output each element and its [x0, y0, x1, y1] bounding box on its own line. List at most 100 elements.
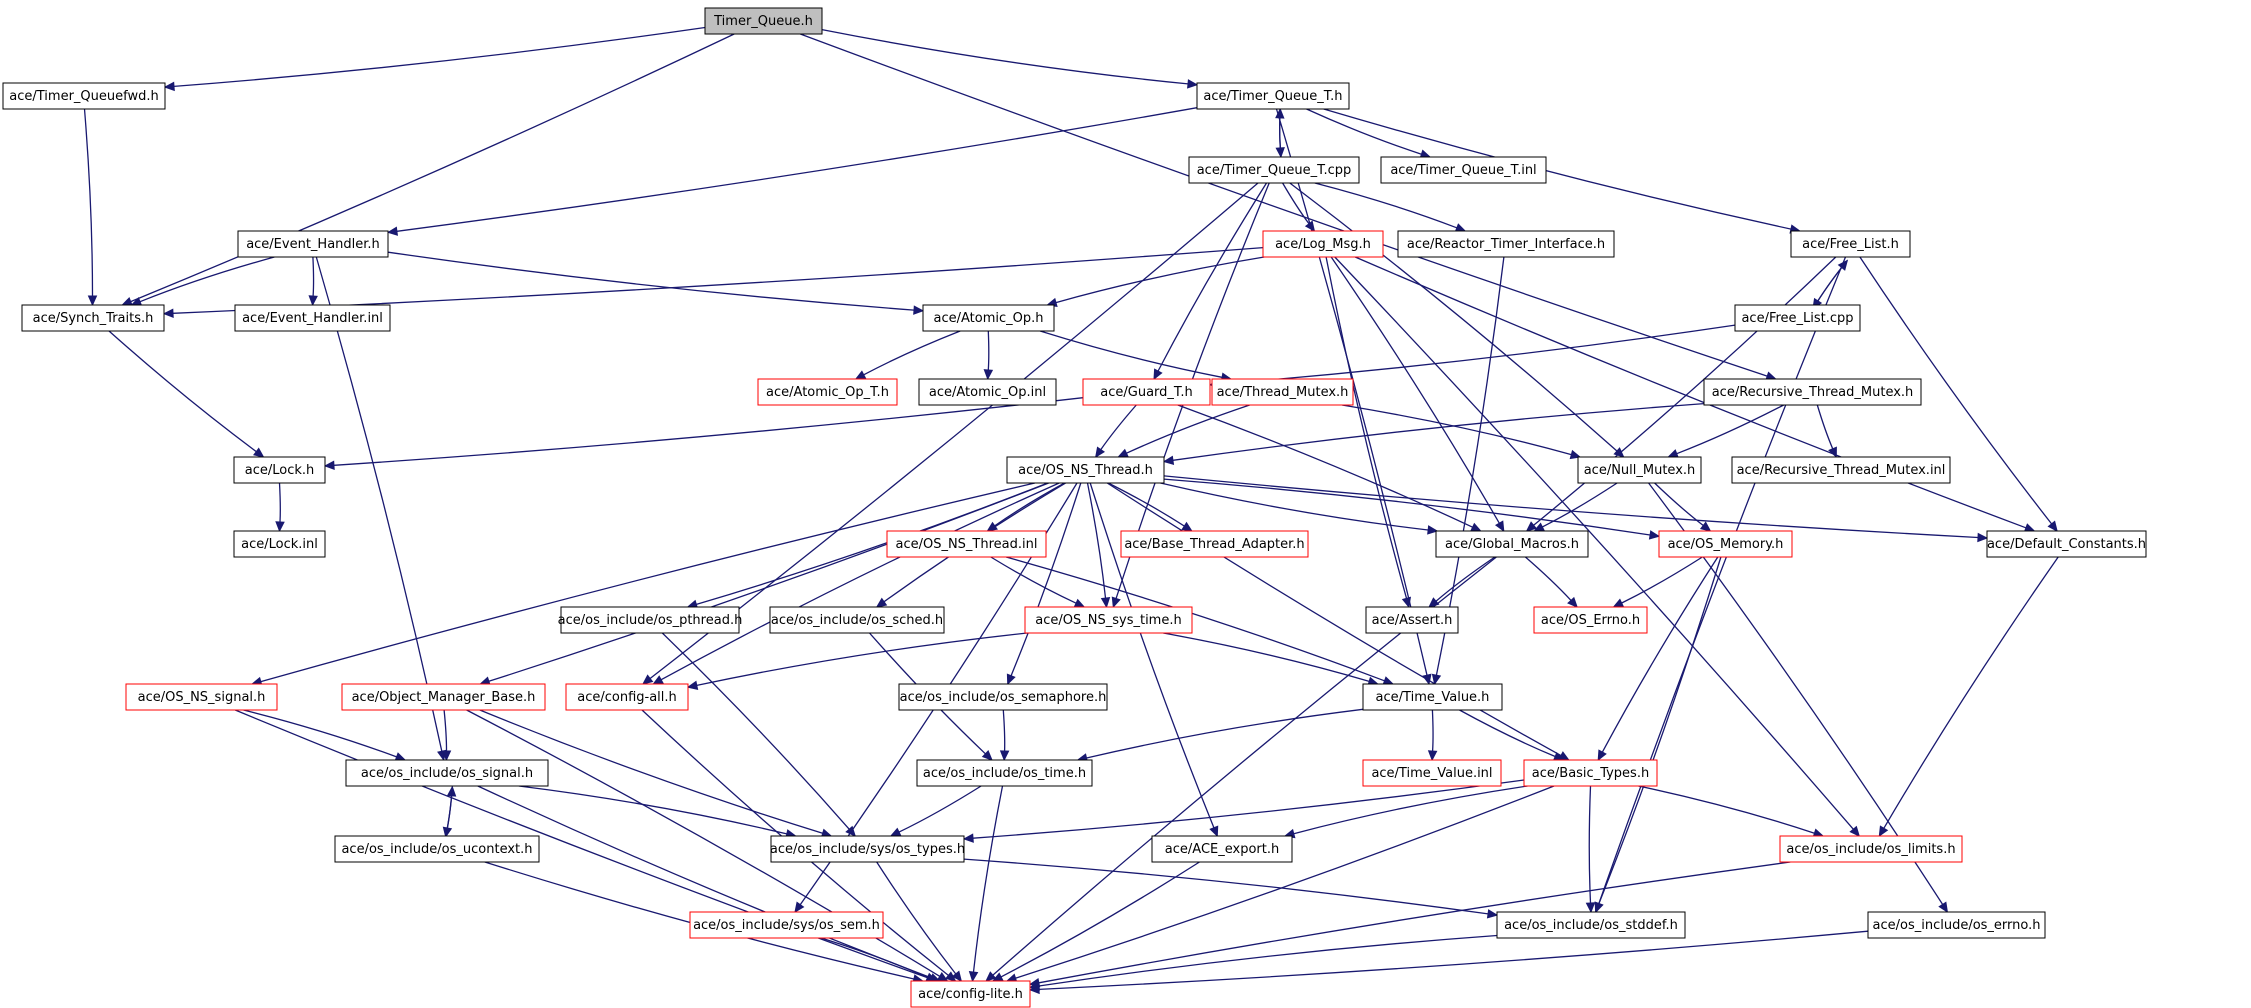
arrowhead: [1095, 446, 1106, 459]
edge-line: [479, 709, 823, 834]
node-ace-os-ns-thread-inl[interactable]: ace/OS_NS_Thread.inl: [886, 530, 1047, 558]
node-ace-atomic-op-inl[interactable]: ace/Atomic_Op.inl: [918, 378, 1057, 406]
node-ace-global-macros-h[interactable]: ace/Global_Macros.h: [1435, 530, 1589, 558]
node-box: [1523, 759, 1658, 787]
node-ace-os-include-os-time-h[interactable]: ace/os_include/os_time.h: [916, 759, 1093, 787]
edge-line: [1654, 482, 1704, 527]
node-ace-object-manager-base-h[interactable]: ace/Object_Manager_Base.h: [341, 683, 546, 711]
node-box: [341, 683, 546, 711]
edge-ace-time-value-h-to-ace-os-include-os-time-h: [1076, 708, 1364, 763]
node-ace-null-mutex-h[interactable]: ace/Null_Mutex.h: [1577, 456, 1702, 484]
arrowhead: [968, 971, 979, 983]
node-ace-recursive-thread-mutex-h[interactable]: ace/Recursive_Thread_Mutex.h: [1703, 378, 1922, 406]
edge-line: [1431, 709, 1434, 752]
edge-line: [1598, 556, 1722, 904]
node-label: ace/OS_NS_Thread.h: [1018, 463, 1153, 478]
node-ace-atomic-op-h[interactable]: ace/Atomic_Op.h: [922, 304, 1055, 332]
node-ace-log-msg-h[interactable]: ace/Log_Msg.h: [1262, 230, 1384, 258]
node-ace-os-include-sys-os-sem-h[interactable]: ace/os_include/sys/os_sem.h: [689, 911, 884, 939]
node-ace-thread-mutex-h[interactable]: ace/Thread_Mutex.h: [1211, 378, 1354, 406]
node-ace-recursive-thread-mutex-inl[interactable]: ace/Recursive_Thread_Mutex.inl: [1731, 456, 1951, 484]
arrowhead: [323, 460, 335, 471]
node-ace-assert-h[interactable]: ace/Assert.h: [1365, 606, 1459, 634]
node-ace-time-value-inl[interactable]: ace/Time_Value.inl: [1362, 759, 1502, 787]
node-ace-synch-traits-h[interactable]: ace/Synch_Traits.h: [21, 304, 165, 332]
node-ace-config-all-h[interactable]: ace/config-all.h: [565, 683, 689, 711]
arrowhead: [163, 81, 175, 92]
node-ace-timer-queue-t-h[interactable]: ace/Timer_Queue_T.h: [1196, 82, 1350, 110]
node-ace-basic-types-h[interactable]: ace/Basic_Types.h: [1523, 759, 1658, 787]
node-ace-base-thread-adapter-h[interactable]: ace/Base_Thread_Adapter.h: [1120, 530, 1309, 558]
node-label: ace/Atomic_Op.h: [934, 311, 1044, 326]
node-ace-timer-queue-t-cpp[interactable]: ace/Timer_Queue_T.cpp: [1188, 156, 1360, 184]
arrowhead: [986, 521, 998, 532]
edge-line: [660, 482, 1060, 681]
node-ace-lock-h[interactable]: ace/Lock.h: [233, 456, 326, 484]
node-ace-os-include-os-pthread-h[interactable]: ace/os_include/os_pthread.h: [558, 606, 743, 634]
edge-ace-atomic-op-h-to-ace-atomic-op-inl: [983, 330, 994, 381]
node-ace-os-include-os-errno-h[interactable]: ace/os_include/os_errno.h: [1867, 911, 2046, 939]
node-ace-os-memory-h[interactable]: ace/OS_Memory.h: [1658, 530, 1793, 558]
node-label: ace/Lock.h: [245, 463, 315, 478]
node-box: [1731, 456, 1951, 484]
edge-line: [1038, 934, 1498, 987]
arrowhead: [1470, 522, 1482, 532]
node-ace-os-ns-thread-h[interactable]: ace/OS_NS_Thread.h: [1006, 456, 1165, 484]
node-label: ace/os_include/os_errno.h: [1873, 918, 2041, 933]
node-box: [2, 82, 166, 110]
node-ace-timer-queue-t-inl[interactable]: ace/Timer_Queue_T.inl: [1380, 156, 1547, 184]
edge-ace-atomic-op-h-to-ace-thread-mutex-h: [1039, 330, 1233, 382]
node-ace-lock-inl[interactable]: ace/Lock.inl: [233, 530, 326, 558]
node-ace-event-handler-inl[interactable]: ace/Event_Handler.inl: [234, 304, 391, 332]
node-ace-timer-queuefwd-h[interactable]: ace/Timer_Queuefwd.h: [2, 82, 166, 110]
arrowhead: [913, 305, 925, 315]
node-box: [1262, 230, 1384, 258]
edge-ace-os-ns-thread-h-to-ace-os-ns-sys-time-h: [1086, 482, 1111, 609]
node-ace-os-include-os-signal-h[interactable]: ace/os_include/os_signal.h: [345, 759, 549, 787]
node-ace-os-include-sys-os-types-h[interactable]: ace/os_include/sys/os_types.h: [770, 835, 965, 863]
node-ace-os-include-os-semaphore-h[interactable]: ace/os_include/os_semaphore.h: [898, 683, 1108, 711]
node-box: [1006, 456, 1165, 484]
edge-timer-queue-h-to-ace-timer-queue-t-h: [821, 28, 1199, 89]
node-label: ace/Log_Msg.h: [1275, 237, 1371, 252]
edge-ace-timer-queue-t-h-to-ace-event-handler-h: [386, 107, 1198, 236]
node-ace-time-value-h[interactable]: ace/Time_Value.h: [1362, 683, 1503, 711]
edge-ace-thread-mutex-h-to-ace-null-mutex-h: [1341, 404, 1582, 460]
node-ace-free-list-h[interactable]: ace/Free_List.h: [1790, 230, 1911, 258]
node-ace-os-errno-h[interactable]: ace/OS_Errno.h: [1533, 606, 1648, 634]
node-ace-os-include-os-stddef-h[interactable]: ace/os_include/os_stddef.h: [1496, 911, 1686, 939]
node-label: ace/Assert.h: [1372, 613, 1453, 628]
edge-ace-event-handler-h-to-ace-event-handler-inl: [308, 256, 318, 307]
node-ace-default-constants-h[interactable]: ace/Default_Constants.h: [1986, 530, 2147, 558]
edge-ace-global-macros-h-to-ace-assert-h: [1428, 556, 1496, 608]
node-box: [916, 759, 1093, 787]
edge-ace-os-ns-thread-h-to-ace-global-macros-h: [1160, 482, 1439, 535]
node-box: [233, 456, 326, 484]
node-ace-reactor-timer-interface-h[interactable]: ace/Reactor_Timer_Interface.h: [1397, 230, 1615, 258]
node-ace-guard-t-h[interactable]: ace/Guard_T.h: [1082, 378, 1211, 406]
edge-ace-os-ns-thread-h-to-ace-os-include-os-semaphore-h: [1006, 482, 1082, 686]
node-ace-os-ns-signal-h[interactable]: ace/OS_NS_signal.h: [125, 683, 278, 711]
node-label: ace/Thread_Mutex.h: [1217, 385, 1349, 400]
node-ace-event-handler-h[interactable]: ace/Event_Handler.h: [237, 230, 389, 258]
node-box: [334, 835, 540, 863]
node-ace-os-include-os-sched-h[interactable]: ace/os_include/os_sched.h: [769, 606, 945, 634]
edge-ace-log-msg-h-to-ace-assert-h: [1325, 256, 1412, 609]
node-ace-os-ns-sys-time-h[interactable]: ace/OS_NS_sys_time.h: [1024, 606, 1193, 634]
node-ace-os-include-os-limits-h[interactable]: ace/os_include/os_limits.h: [1779, 835, 1963, 863]
node-ace-atomic-op-t-h[interactable]: ace/Atomic_Op_T.h: [757, 378, 898, 406]
edge-ace-log-msg-h-to-ace-default-constants-h: [1354, 256, 2036, 533]
node-ace-free-list-cpp[interactable]: ace/Free_List.cpp: [1734, 304, 1861, 332]
edge-line: [1816, 404, 1834, 449]
node-ace-os-include-os-ucontext-h[interactable]: ace/os_include/os_ucontext.h: [334, 835, 540, 863]
edge-line: [1100, 404, 1137, 450]
node-timer-queue-h: Timer_Queue.h: [704, 7, 823, 35]
node-box: [1790, 230, 1911, 258]
node-label: ace/OS_NS_signal.h: [138, 690, 266, 705]
edge-timer-queue-h-to-ace-synch-traits-h: [121, 33, 735, 306]
edge-line: [1282, 182, 1310, 225]
edge-ace-ace-export-h-to-ace-config-lite-h: [991, 861, 1200, 982]
node-ace-config-lite-h[interactable]: ace/config-lite.h: [910, 980, 1031, 1008]
edge-ace-os-memory-h-to-ace-basic-types-h: [1597, 556, 1719, 762]
node-ace-ace-export-h[interactable]: ace/ACE_export.h: [1151, 835, 1293, 863]
